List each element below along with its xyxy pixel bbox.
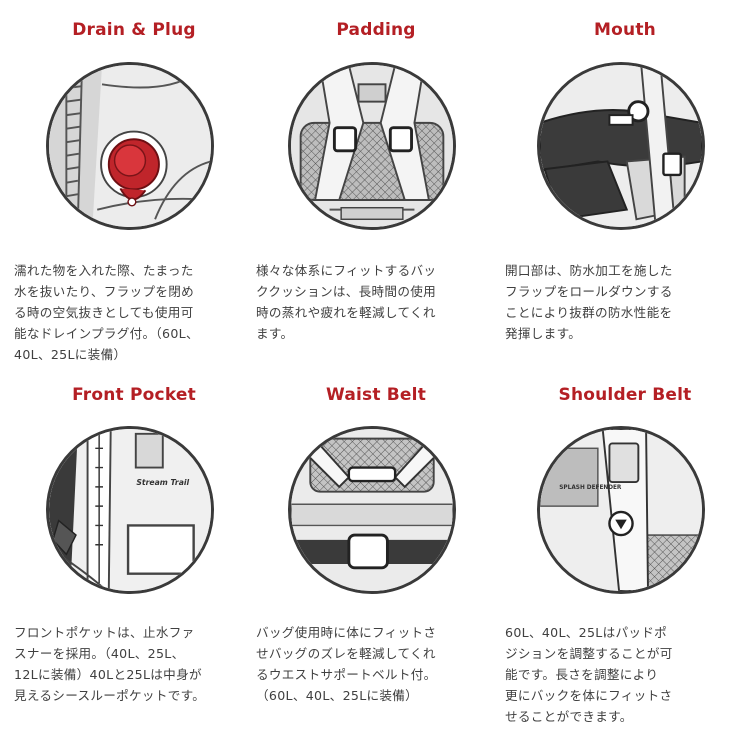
front-pocket-brand: Stream Trail: [136, 478, 189, 487]
padding-illustration: [288, 62, 456, 230]
feature-title: Front Pocket: [72, 385, 196, 405]
drain-plug-illustration: [46, 62, 214, 230]
feature-title: Mouth: [594, 20, 656, 40]
waist-belt-illustration: [288, 426, 456, 594]
shoulder-belt-brand: SPLASH DEFENDER: [559, 485, 622, 491]
shoulder-belt-icon: SPLASH DEFENDER: [540, 429, 702, 591]
feature-title: Shoulder Belt: [558, 385, 692, 405]
feature-description: 開口部は、防水加工を施した フラップをロールダウンする ことにより抜群の防水性能…: [505, 263, 673, 341]
feature-description: フロントポケットは、止水ファ スナーを採用。（40L、25L、 12Lに装備）4…: [14, 625, 206, 703]
feature-description: 様々な体系にフィットするバッ ククッションは、長時間の使用 時の蒸れや疲れを軽減…: [256, 263, 437, 341]
feature-description: 60L、40L、25Lはパッドポ ジションを調整することが可 能です。長さを調整…: [505, 625, 673, 724]
shoulder-belt-illustration: SPLASH DEFENDER: [537, 426, 705, 594]
roll-top-mouth-icon: [540, 65, 702, 227]
front-pocket-illustration: Stream Trail: [46, 426, 214, 594]
back-padding-icon: [291, 65, 453, 227]
mouth-illustration: [537, 62, 705, 230]
feature-title: Waist Belt: [325, 385, 427, 405]
feature-title: Drain & Plug: [72, 20, 196, 40]
waist-belt-icon: [291, 429, 453, 591]
feature-description: 濡れた物を入れた際、たまった 水を抜いたり、フラップを閉め る時の空気抜きとして…: [14, 263, 199, 362]
front-pocket-icon: Stream Trail: [49, 429, 211, 591]
drain-plug-icon: [49, 65, 211, 227]
feature-title: Padding: [336, 20, 416, 40]
feature-description: バッグ使用時に体にフィットさ せバッグのズレを軽減してくれ るウエストサポートベ…: [256, 625, 437, 703]
